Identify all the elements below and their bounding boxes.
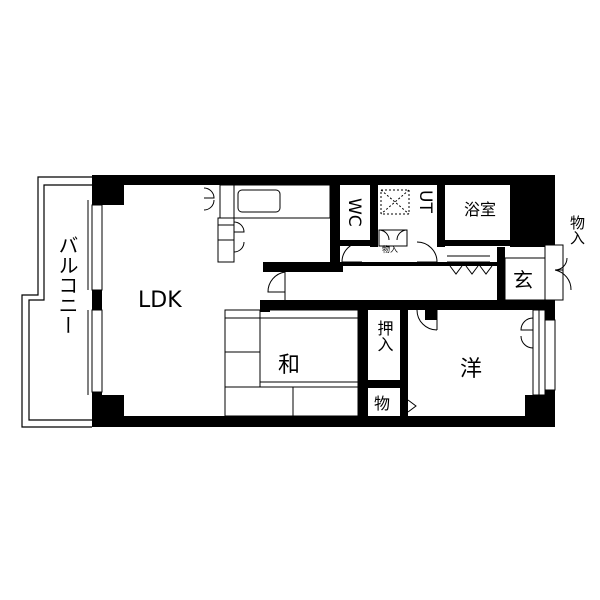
kitchen-cabinet-doors [203, 187, 245, 253]
bath-door [447, 255, 490, 263]
tatami-room [224, 309, 359, 417]
ut-storage-doors [378, 229, 408, 247]
entry-storage [544, 244, 572, 301]
washing-machine-pan [380, 189, 410, 215]
room-label-youshitsu: 洋 [460, 357, 482, 382]
ldk-door [267, 271, 286, 300]
room-label-wc: WC [344, 198, 364, 227]
room-label-entry-storage: 物入 [568, 215, 586, 245]
youshitsu-closet-doors [520, 309, 546, 396]
room-label-ut-storage: 物入 [382, 244, 398, 254]
ut-door [416, 241, 438, 263]
right-window [544, 319, 556, 391]
room-label-ldk: LDK [138, 288, 182, 313]
youshitsu-door [416, 309, 438, 331]
room-label-ut: UT [415, 190, 435, 213]
wc-door [341, 241, 363, 263]
mono-storage-door [407, 399, 417, 413]
window-openings-left [91, 204, 103, 393]
room-label-balcony: バルコニー [55, 235, 79, 335]
room-label-washitsu: 和 [278, 353, 300, 378]
balcony-outline [21, 176, 92, 428]
room-label-mono: 物 [374, 394, 390, 413]
room-label-bath: 浴室 [464, 200, 496, 219]
kitchen-counter [217, 184, 331, 263]
room-label-genkan: 玄 [513, 268, 533, 292]
room-label-oshiire: 押入 [375, 320, 394, 352]
shoe-cabinet [449, 265, 493, 275]
interior-walls [260, 185, 547, 416]
